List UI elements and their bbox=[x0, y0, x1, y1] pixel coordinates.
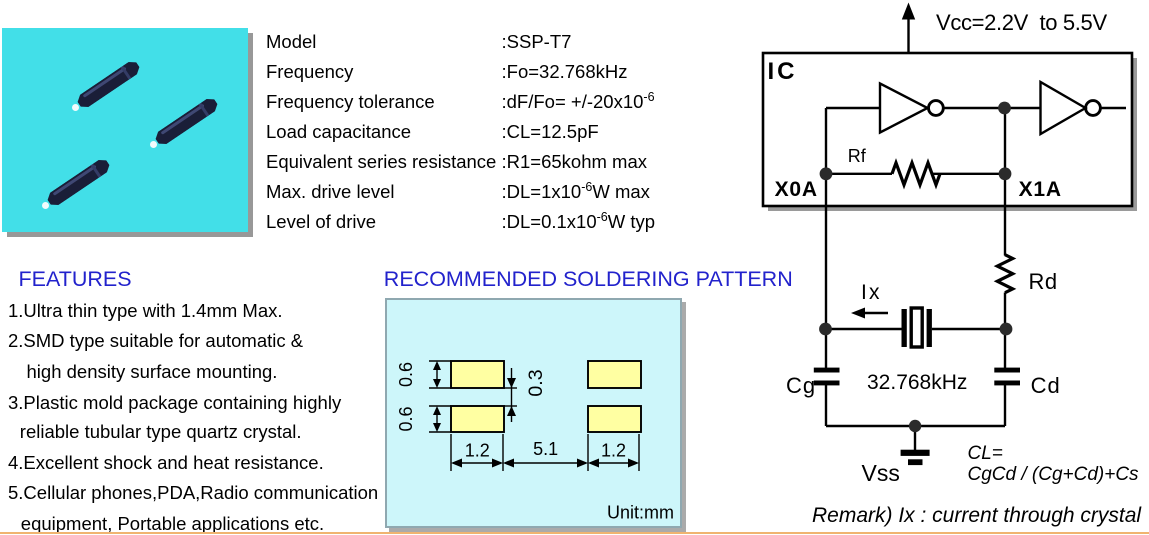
svg-text:1.2: 1.2 bbox=[465, 440, 490, 460]
svg-text:0.6: 0.6 bbox=[396, 362, 416, 387]
svg-text:Unit:mm: Unit:mm bbox=[607, 502, 674, 522]
svg-text:0.3: 0.3 bbox=[525, 369, 547, 396]
svg-text:0.6: 0.6 bbox=[396, 406, 416, 431]
svg-text:5.1: 5.1 bbox=[533, 439, 558, 459]
svg-text:1.2: 1.2 bbox=[601, 440, 626, 460]
